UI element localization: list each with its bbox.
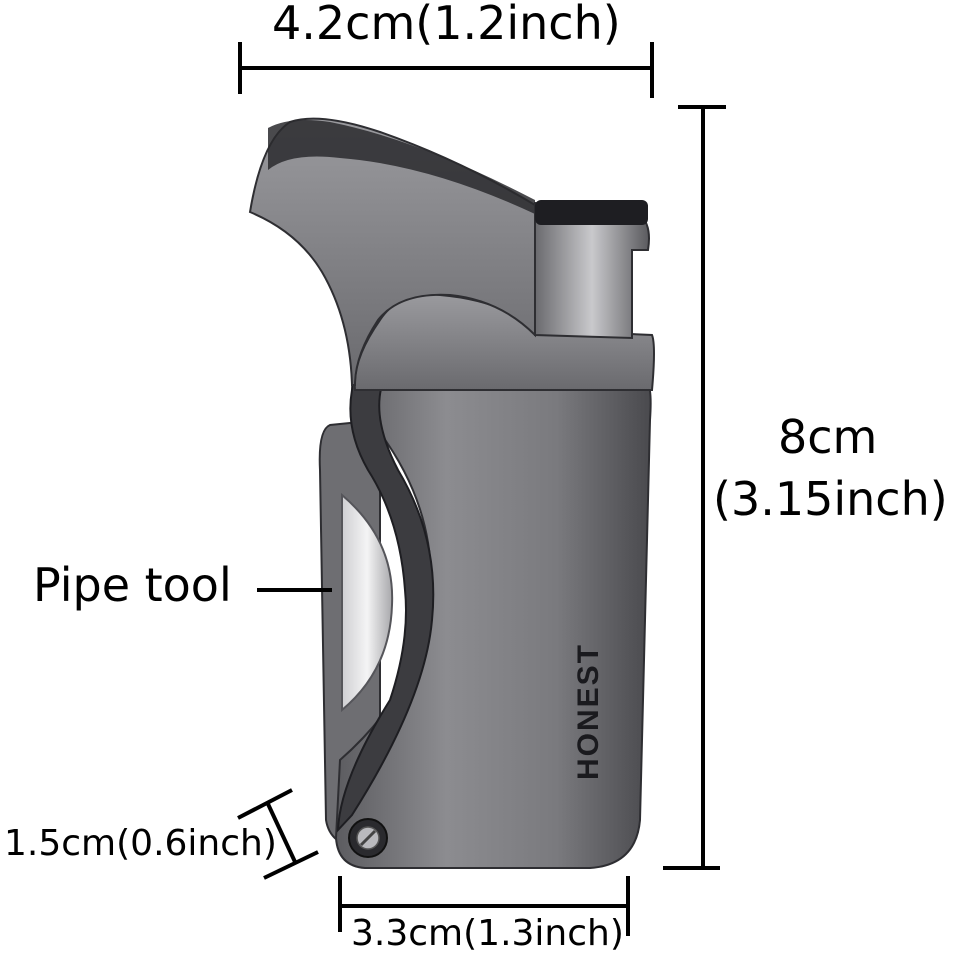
brand-logo: HONEST [572, 643, 605, 780]
torch-head [248, 117, 536, 386]
height-inch-label: (3.15inch) [713, 472, 948, 526]
torch-head-top [268, 120, 535, 214]
pipe-tool-blade [341, 492, 394, 713]
grip-strip [336, 298, 435, 833]
top-width-label: 4.2cm(1.2inch) [272, 0, 621, 50]
depth-line [266, 803, 298, 865]
height-cm-label: 8cm [778, 410, 878, 464]
bottom-width-label: 3.3cm(1.3inch) [351, 913, 624, 954]
pipe-tool-label: Pipe tool [33, 558, 232, 612]
nozzle-top [535, 200, 648, 225]
depth-label: 1.5cm(0.6inch) [4, 823, 277, 864]
